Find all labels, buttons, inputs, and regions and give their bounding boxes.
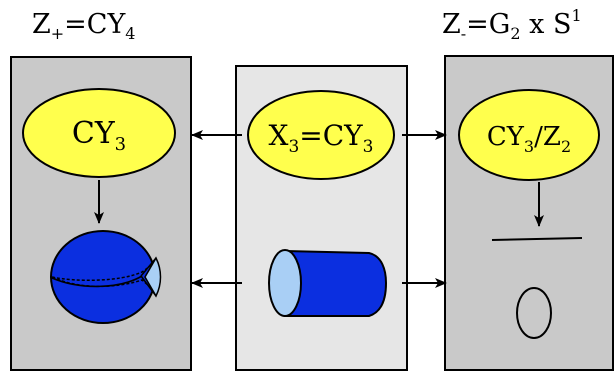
center-node-label: X3=CY3 [269,119,374,157]
left-node-ellipse [22,88,176,178]
ellipsoid-with-cone-icon [50,230,162,324]
left-title: Z+=CY4 [32,9,135,43]
cylinder-icon [268,249,388,317]
line-segment-icon [491,237,583,241]
right-title: Z-=G2 x S1 [442,6,582,43]
right-node-label: CY3/Z2 [487,122,571,156]
oval-icon [516,287,552,339]
left-node-label: CY3 [72,116,126,155]
right-node-ellipse [458,89,600,181]
center-node-ellipse [247,90,395,180]
